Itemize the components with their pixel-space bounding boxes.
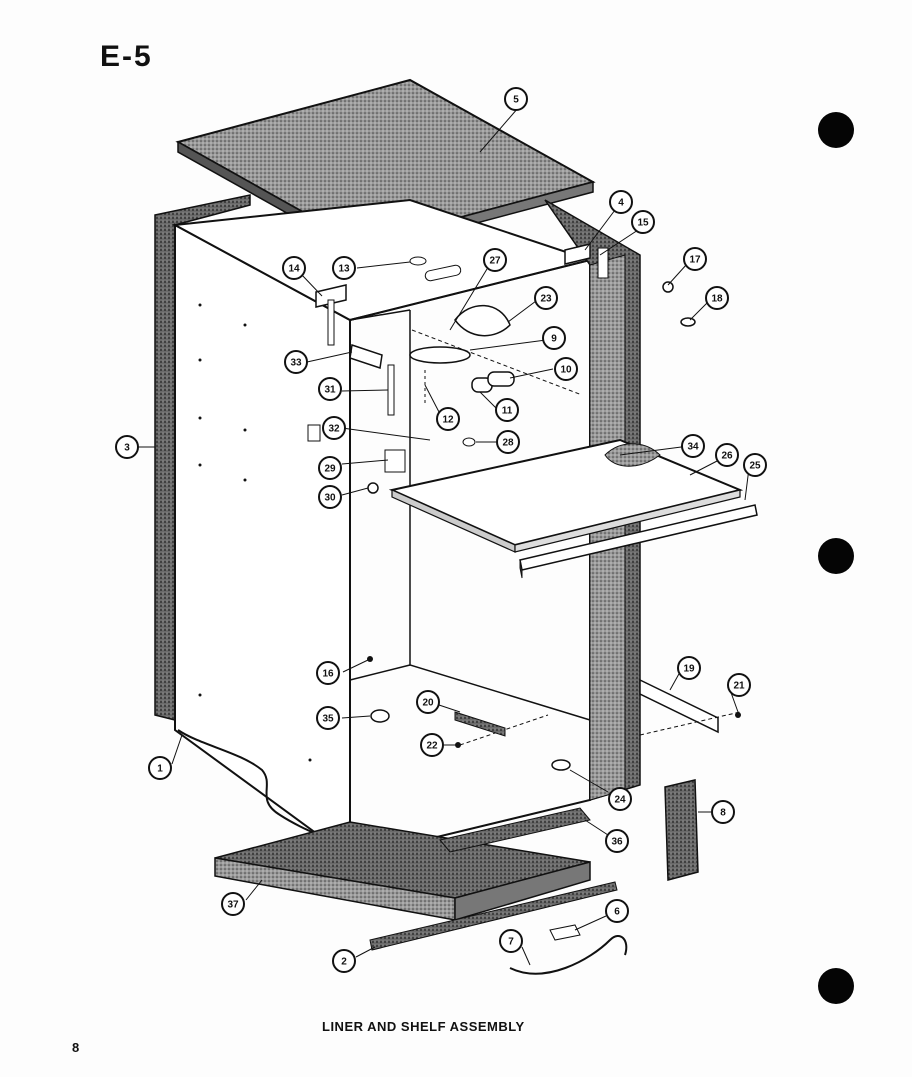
- bracket-33: [349, 344, 383, 369]
- svg-text:30: 30: [324, 493, 336, 504]
- callout-23: 23: [534, 286, 558, 310]
- callout-28: 28: [496, 430, 520, 454]
- leader-lines: [138, 107, 750, 966]
- svg-text:31: 31: [324, 385, 336, 396]
- rail: [639, 678, 719, 734]
- callout-31: 31: [318, 377, 342, 401]
- svg-text:5: 5: [513, 95, 519, 106]
- callout-2: 2: [332, 949, 356, 973]
- callout-17: 17: [683, 247, 707, 271]
- callout-6: 6: [605, 899, 629, 923]
- liner-cabinet: [171, 198, 594, 860]
- svg-text:16: 16: [322, 669, 334, 680]
- svg-text:24: 24: [614, 795, 626, 806]
- callout-37: 37: [221, 892, 245, 916]
- callout-34: 34: [681, 434, 705, 458]
- svg-text:1: 1: [157, 764, 163, 775]
- svg-text:21: 21: [733, 681, 745, 692]
- svg-text:13: 13: [338, 264, 350, 275]
- callout-12: 12: [436, 407, 460, 431]
- punch-hole-middle: [818, 538, 854, 574]
- svg-text:26: 26: [721, 451, 733, 462]
- callout-36: 36: [605, 829, 629, 853]
- svg-text:2: 2: [341, 957, 347, 968]
- svg-text:9: 9: [551, 334, 557, 345]
- callout-19: 19: [677, 656, 701, 680]
- svg-text:32: 32: [328, 424, 340, 435]
- callout-3: 3: [115, 435, 139, 459]
- callout-1: 1: [148, 756, 172, 780]
- svg-text:25: 25: [749, 461, 761, 472]
- svg-text:10: 10: [560, 365, 572, 376]
- callout-11: 11: [495, 398, 519, 422]
- callout-13: 13: [332, 256, 356, 280]
- callout-9: 9: [542, 326, 566, 350]
- callout-14: 14: [282, 256, 306, 280]
- svg-text:27: 27: [489, 256, 501, 267]
- page-number: 8: [72, 1040, 80, 1055]
- callout-26: 26: [715, 443, 739, 467]
- callout-32: 32: [322, 416, 346, 440]
- svg-text:23: 23: [540, 294, 552, 305]
- diagram-caption: LINER AND SHELF ASSEMBLY: [322, 1019, 525, 1034]
- svg-text:35: 35: [322, 714, 334, 725]
- svg-text:6: 6: [614, 907, 620, 918]
- hinge-bracket-right: [564, 243, 609, 279]
- svg-text:29: 29: [324, 464, 336, 475]
- drain-trough: [454, 711, 506, 737]
- shelf-rail: [519, 504, 758, 579]
- callout-4: 4: [609, 190, 633, 214]
- svg-text:28: 28: [502, 438, 514, 449]
- svg-text:33: 33: [290, 358, 302, 369]
- callout-33: 33: [284, 350, 308, 374]
- hinge-bracket-left: [315, 284, 347, 346]
- callout-21: 21: [727, 673, 751, 697]
- svg-text:20: 20: [422, 698, 434, 709]
- punch-hole-bottom: [818, 968, 854, 1004]
- svg-text:4: 4: [618, 198, 624, 209]
- svg-text:3: 3: [124, 443, 130, 454]
- svg-text:36: 36: [611, 837, 623, 848]
- fasteners: [367, 281, 741, 771]
- callout-16: 16: [316, 661, 340, 685]
- callout-24: 24: [608, 787, 632, 811]
- heater-cord: [509, 924, 628, 975]
- callout-27: 27: [483, 248, 507, 272]
- svg-text:34: 34: [687, 442, 699, 453]
- callout-bubbles: 1234567891011121314151617181920212223242…: [115, 87, 767, 973]
- svg-text:12: 12: [442, 415, 454, 426]
- front-strip: [369, 881, 618, 951]
- callout-15: 15: [631, 210, 655, 234]
- svg-text:17: 17: [689, 255, 701, 266]
- callout-29: 29: [318, 456, 342, 480]
- sheet-id: E-5: [100, 40, 153, 73]
- svg-text:15: 15: [637, 218, 649, 229]
- callout-22: 22: [420, 733, 444, 757]
- svg-text:19: 19: [683, 664, 695, 675]
- svg-text:14: 14: [288, 264, 300, 275]
- shelf: [388, 438, 744, 553]
- svg-text:18: 18: [711, 294, 723, 305]
- callout-20: 20: [416, 690, 440, 714]
- svg-text:37: 37: [227, 900, 239, 911]
- callout-8: 8: [711, 800, 735, 824]
- callout-18: 18: [705, 286, 729, 310]
- callout-25: 25: [743, 453, 767, 477]
- svg-text:8: 8: [720, 808, 726, 819]
- callout-35: 35: [316, 706, 340, 730]
- callout-5: 5: [504, 87, 528, 111]
- svg-text:11: 11: [502, 406, 513, 417]
- bottom-tray: [214, 821, 591, 922]
- callout-30: 30: [318, 485, 342, 509]
- rear-strip: [439, 807, 591, 853]
- callout-7: 7: [499, 929, 523, 953]
- punch-hole-top: [818, 112, 854, 148]
- insulation-block: [664, 779, 699, 881]
- callout-10: 10: [554, 357, 578, 381]
- svg-text:22: 22: [426, 741, 438, 752]
- svg-text:7: 7: [508, 937, 514, 948]
